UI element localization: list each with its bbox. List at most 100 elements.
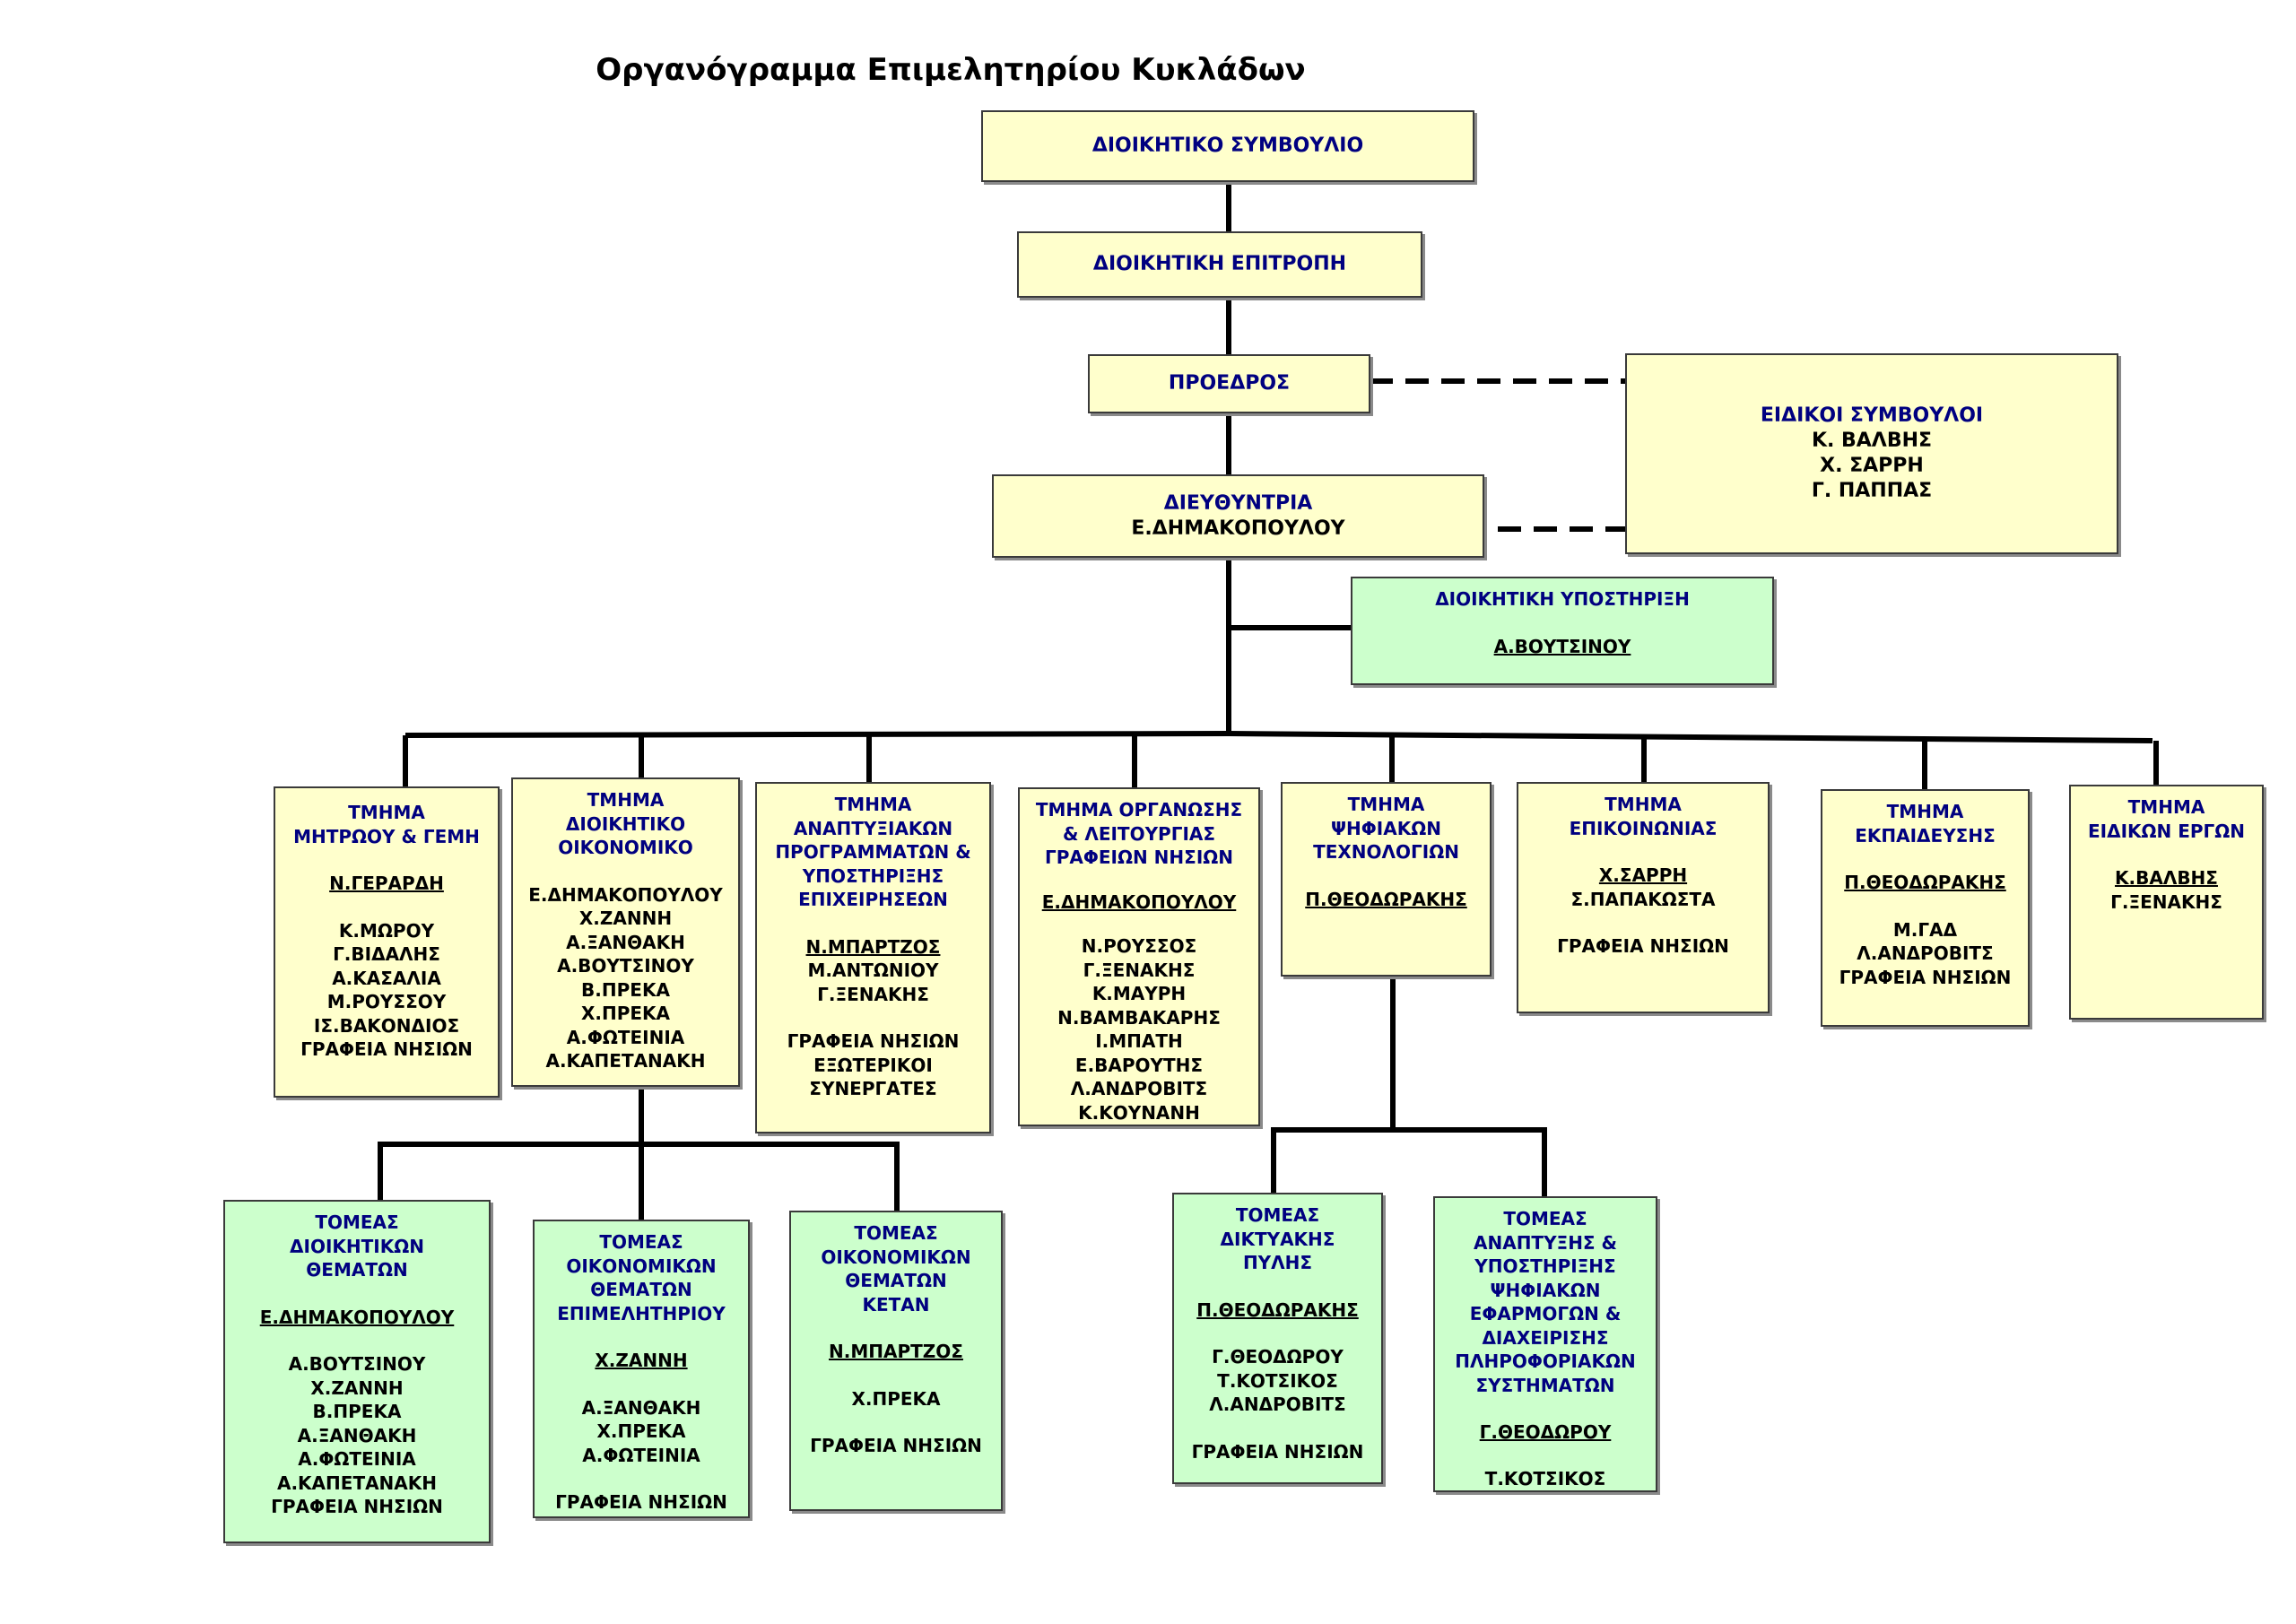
sector-title: ΤΟΜΕΑΣ xyxy=(1503,1208,1587,1229)
department-title: ΥΠΟΣΤΗΡΙΞΗΣ xyxy=(802,864,944,887)
department-member: Α.ΚΑΣΑΛΙΑ xyxy=(332,967,441,989)
department-member: Ε.ΒΑΡΟΥΤΗΣ xyxy=(1074,1054,1204,1076)
sector-member: Α.ΞΑΝΘΑΚΗ xyxy=(297,1424,417,1446)
department-member: Σ.ΠΑΠΑΚΩΣΤΑ xyxy=(1570,888,1716,910)
director-name: Ε.ΔΗΜΑΚΟΠΟΥΛΟΥ xyxy=(1131,517,1345,540)
department-member: Μ.ΓΑΔ xyxy=(1892,918,1958,941)
admin-support-box: ΔΙΟΙΚΗΤΙΚΗ ΥΠΟΣΤΗΡΙΞΗ Α.ΒΟΥΤΣΙΝΟΥ xyxy=(1351,577,1774,685)
sector-member: Α.ΦΩΤΕΙΝΙΑ xyxy=(298,1448,416,1470)
sector-member: Α.ΞΑΝΘΑΚΗ xyxy=(581,1396,701,1419)
department-head: Ν.ΓΕΡΑΡΔΗ xyxy=(329,873,444,894)
department-communication: ΤΜΗΜΑ ΕΠΙΚΟΙΝΩΝΙΑΣ Χ.ΣΑΡΡΗ Σ.ΠΑΠΑΚΩΣΤΑ Γ… xyxy=(1517,782,1770,1013)
sector-member: Α.ΚΑΠΕΤΑΝΑΚΗ xyxy=(276,1472,438,1494)
department-title: ΤΜΗΜΑ xyxy=(1347,794,1425,815)
department-extra: ΕΞΩΤΕΡΙΚΟΙ xyxy=(813,1054,933,1076)
department-member: Γ.ΞΕΝΑΚΗΣ xyxy=(2110,890,2222,913)
sector-title: ΠΥΛΗΣ xyxy=(1242,1252,1313,1273)
department-title: ΤΜΗΜΑ xyxy=(348,802,425,823)
sector-member: Α.ΦΩΤΕΙΝΙΑ xyxy=(582,1444,700,1466)
department-member: Γ.ΞΕΝΑΚΗΣ xyxy=(817,983,929,1005)
admin-support-title: ΔΙΟΙΚΗΤΙΚΗ ΥΠΟΣΤΗΡΙΞΗ xyxy=(1435,588,1690,610)
department-head: Π.ΘΕΟΔΩΡΑΚΗΣ xyxy=(1305,888,1467,910)
department-island-offices: ΤΜΗΜΑ ΟΡΓΑΝΩΣΗΣ & ΛΕΙΤΟΥΡΓΙΑΣ ΓΡΑΦΕΙΩΝ Ν… xyxy=(1018,787,1260,1126)
sector-title: ΚΕΤΑΝ xyxy=(862,1293,930,1316)
sector-head: Χ.ΖΑΝΝΗ xyxy=(595,1350,688,1371)
sector-title: ΟΙΚΟΝΟΜΙΚΩΝ xyxy=(566,1255,717,1277)
sector-title: ΔΙΟΙΚΗΤΙΚΩΝ xyxy=(290,1235,424,1257)
department-member: Χ.ΖΑΝΝΗ xyxy=(578,908,673,929)
department-title: ΤΜΗΜΑ xyxy=(1605,794,1682,815)
sector-title: ΤΟΜΕΑΣ xyxy=(854,1222,938,1244)
department-title: ΤΜΗΜΑ xyxy=(587,789,665,811)
sector-member: Α.ΒΟΥΤΣΙΝΟΥ xyxy=(288,1353,426,1375)
department-title: & ΛΕΙΤΟΥΡΓΙΑΣ xyxy=(1062,822,1216,845)
sector-title: ΔΙΑΧΕΙΡΙΣΗΣ xyxy=(1482,1326,1609,1349)
sector-title: ΤΟΜΕΑΣ xyxy=(315,1211,399,1233)
department-title: ΟΙΚΟΝΟΜΙΚΟ xyxy=(558,837,693,858)
department-title: ΕΠΙΚΟΙΝΩΝΙΑΣ xyxy=(1569,817,1718,839)
department-admin-finance: ΤΜΗΜΑ ΔΙΟΙΚΗΤΙΚΟ ΟΙΚΟΝΟΜΙΚΟ Ε.ΔΗΜΑΚΟΠΟΥΛ… xyxy=(511,777,740,1087)
department-member: Α.ΚΑΠΕΤΑΝΑΚΗ xyxy=(545,1050,706,1072)
sector-head: Π.ΘΕΟΔΩΡΑΚΗΣ xyxy=(1196,1298,1359,1321)
advisors-title: ΕΙΔΙΚΟΙ ΣΥΜΒΟΥΛΟΙ xyxy=(1760,404,1984,427)
sector-member: Τ.ΚΟΤΣΙΚΟΣ xyxy=(1217,1369,1338,1392)
department-head: Π.ΘΕΟΔΩΡΑΚΗΣ xyxy=(1844,872,2006,893)
department-title: ΤΜΗΜΑ xyxy=(834,794,912,815)
sector-title: ΤΟΜΕΑΣ xyxy=(599,1231,683,1253)
advisor-name: Γ. ΠΑΠΠΑΣ xyxy=(1811,480,1933,502)
department-member: Γ.ΞΕΝΑΚΗΣ xyxy=(1083,959,1196,981)
sector-web-portal: ΤΟΜΕΑΣ ΔΙΚΤΥΑΚΗΣ ΠΥΛΗΣ Π.ΘΕΟΔΩΡΑΚΗΣ Γ.ΘΕ… xyxy=(1172,1193,1383,1484)
president-box: ΠΡΟΕΔΡΟΣ xyxy=(1088,354,1370,413)
sector-member: Λ.ΑΝΔΡΟΒΙΤΣ xyxy=(1209,1394,1346,1415)
sector-title: ΥΠΟΣΤΗΡΙΞΗΣ xyxy=(1474,1255,1616,1277)
sector-title: ΘΕΜΑΤΩΝ xyxy=(845,1270,947,1291)
sector-title: ΟΙΚΟΝΟΜΙΚΩΝ xyxy=(821,1246,971,1268)
department-digital-technologies: ΤΜΗΜΑ ΨΗΦΙΑΚΩΝ ΤΕΧΝΟΛΟΓΙΩΝ Π.ΘΕΟΔΩΡΑΚΗΣ xyxy=(1281,782,1492,977)
sector-digital-applications: ΤΟΜΕΑΣ ΑΝΑΠΤΥΞΗΣ & ΥΠΟΣΤΗΡΙΞΗΣ ΨΗΦΙΑΚΩΝ … xyxy=(1433,1196,1657,1492)
department-special-projects: ΤΜΗΜΑ ΕΙΔΙΚΩΝ ΕΡΓΩΝ Κ.ΒΑΛΒΗΣ Γ.ΞΕΝΑΚΗΣ xyxy=(2069,785,2264,1020)
department-title: ΤΜΗΜΑ ΟΡΓΑΝΩΣΗΣ xyxy=(1035,799,1243,821)
sector-title: ΘΕΜΑΤΩΝ xyxy=(590,1279,692,1300)
department-member: Μ.ΡΟΥΣΣΟΥ xyxy=(326,991,447,1012)
department-title: ΨΗΦΙΑΚΩΝ xyxy=(1331,817,1441,839)
department-member: Γ.ΒΙΔΑΛΗΣ xyxy=(333,943,440,965)
connector-departments-bus xyxy=(404,730,2153,743)
connector-digital-bus xyxy=(1271,1127,1547,1196)
sector-extra: ΓΡΑΦΕΙΑ ΝΗΣΙΩΝ xyxy=(1191,1440,1364,1463)
department-member: Α.ΒΟΥΤΣΙΝΟΥ xyxy=(557,955,694,977)
department-title: ΤΜΗΜΑ xyxy=(1886,801,1964,822)
department-title: ΤΜΗΜΑ xyxy=(2127,796,2205,818)
sector-member: ΓΡΑΦΕΙΑ ΝΗΣΙΩΝ xyxy=(271,1496,443,1517)
department-title: ΠΡΟΓΡΑΜΜΑΤΩΝ & xyxy=(775,841,971,863)
sector-member: Β.ΠΡΕΚΑ xyxy=(312,1401,402,1422)
department-member: Λ.ΑΝΔΡΟΒΙΤΣ xyxy=(1857,942,1994,964)
advisor-name: Χ. ΣΑΡΡΗ xyxy=(1820,455,1924,477)
department-member: ΙΣ.ΒΑΚΟΝΔΙΟΣ xyxy=(313,1014,460,1037)
department-member: Κ.ΚΟΥΝΑΝΗ xyxy=(1078,1101,1200,1124)
department-member: ΓΡΑΦΕΙΑ ΝΗΣΙΩΝ xyxy=(300,1038,473,1060)
department-member: ΓΡΑΦΕΙΑ ΝΗΣΙΩΝ xyxy=(1839,966,2012,988)
sector-title: ΕΠΙΜΕΛΗΤΗΡΙΟΥ xyxy=(557,1302,726,1324)
department-head: Ν.ΜΠΑΡΤΖΟΣ xyxy=(805,935,941,958)
sector-extra: ΓΡΑΦΕΙΑ ΝΗΣΙΩΝ xyxy=(810,1435,982,1456)
department-member: Β.ΠΡΕΚΑ xyxy=(581,978,670,1001)
advisors-box: ΕΙΔΙΚΟΙ ΣΥΜΒΟΥΛΟΙ Κ. ΒΑΛΒΗΣ Χ. ΣΑΡΡΗ Γ. … xyxy=(1625,353,2118,554)
sector-title: ΕΦΑΡΜΟΓΩΝ & xyxy=(1469,1303,1622,1324)
department-member: Κ.ΜΩΡΟΥ xyxy=(338,919,435,942)
department-member: Κ.ΜΑΥΡΗ xyxy=(1091,983,1187,1004)
department-development-programs: ΤΜΗΜΑ ΑΝΑΠΤΥΞΙΑΚΩΝ ΠΡΟΓΡΑΜΜΑΤΩΝ & ΥΠΟΣΤΗ… xyxy=(755,782,991,1133)
department-member: Μ.ΑΝΤΩΝΙΟΥ xyxy=(807,960,939,981)
department-registry: ΤΜΗΜΑ ΜΗΤΡΩΟΥ & ΓΕΜΗ Ν.ΓΕΡΑΡΔΗ Κ.ΜΩΡΟΥ Γ… xyxy=(274,786,500,1098)
sector-head: Ν.ΜΠΑΡΤΖΟΣ xyxy=(829,1341,963,1362)
department-title: ΓΡΑΦΕΙΩΝ ΝΗΣΙΩΝ xyxy=(1044,847,1233,868)
sector-title: ΤΟΜΕΑΣ xyxy=(1235,1204,1320,1226)
department-title: ΕΚΠΑΙΔΕΥΣΗΣ xyxy=(1855,824,1996,847)
sector-administrative: ΤΟΜΕΑΣ ΔΙΟΙΚΗΤΙΚΩΝ ΘΕΜΑΤΩΝ Ε.ΔΗΜΑΚΟΠΟΥΛΟ… xyxy=(223,1200,491,1543)
department-title: ΕΙΔΙΚΩΝ ΕΡΓΩΝ xyxy=(2087,820,2246,842)
sector-member: Χ.ΠΡΕΚΑ xyxy=(851,1387,941,1410)
sector-title: ΔΙΚΤΥΑΚΗΣ xyxy=(1220,1228,1335,1250)
department-extra: ΓΡΑΦΕΙΑ ΝΗΣΙΩΝ xyxy=(1557,935,1729,957)
director-box: ΔΙΕΥΘΥΝΤΡΙΑ Ε.ΔΗΜΑΚΟΠΟΥΛΟΥ xyxy=(992,474,1484,558)
chart-title: Οργανόγραμμα Επιμελητηρίου Κυκλάδων xyxy=(596,52,1306,88)
